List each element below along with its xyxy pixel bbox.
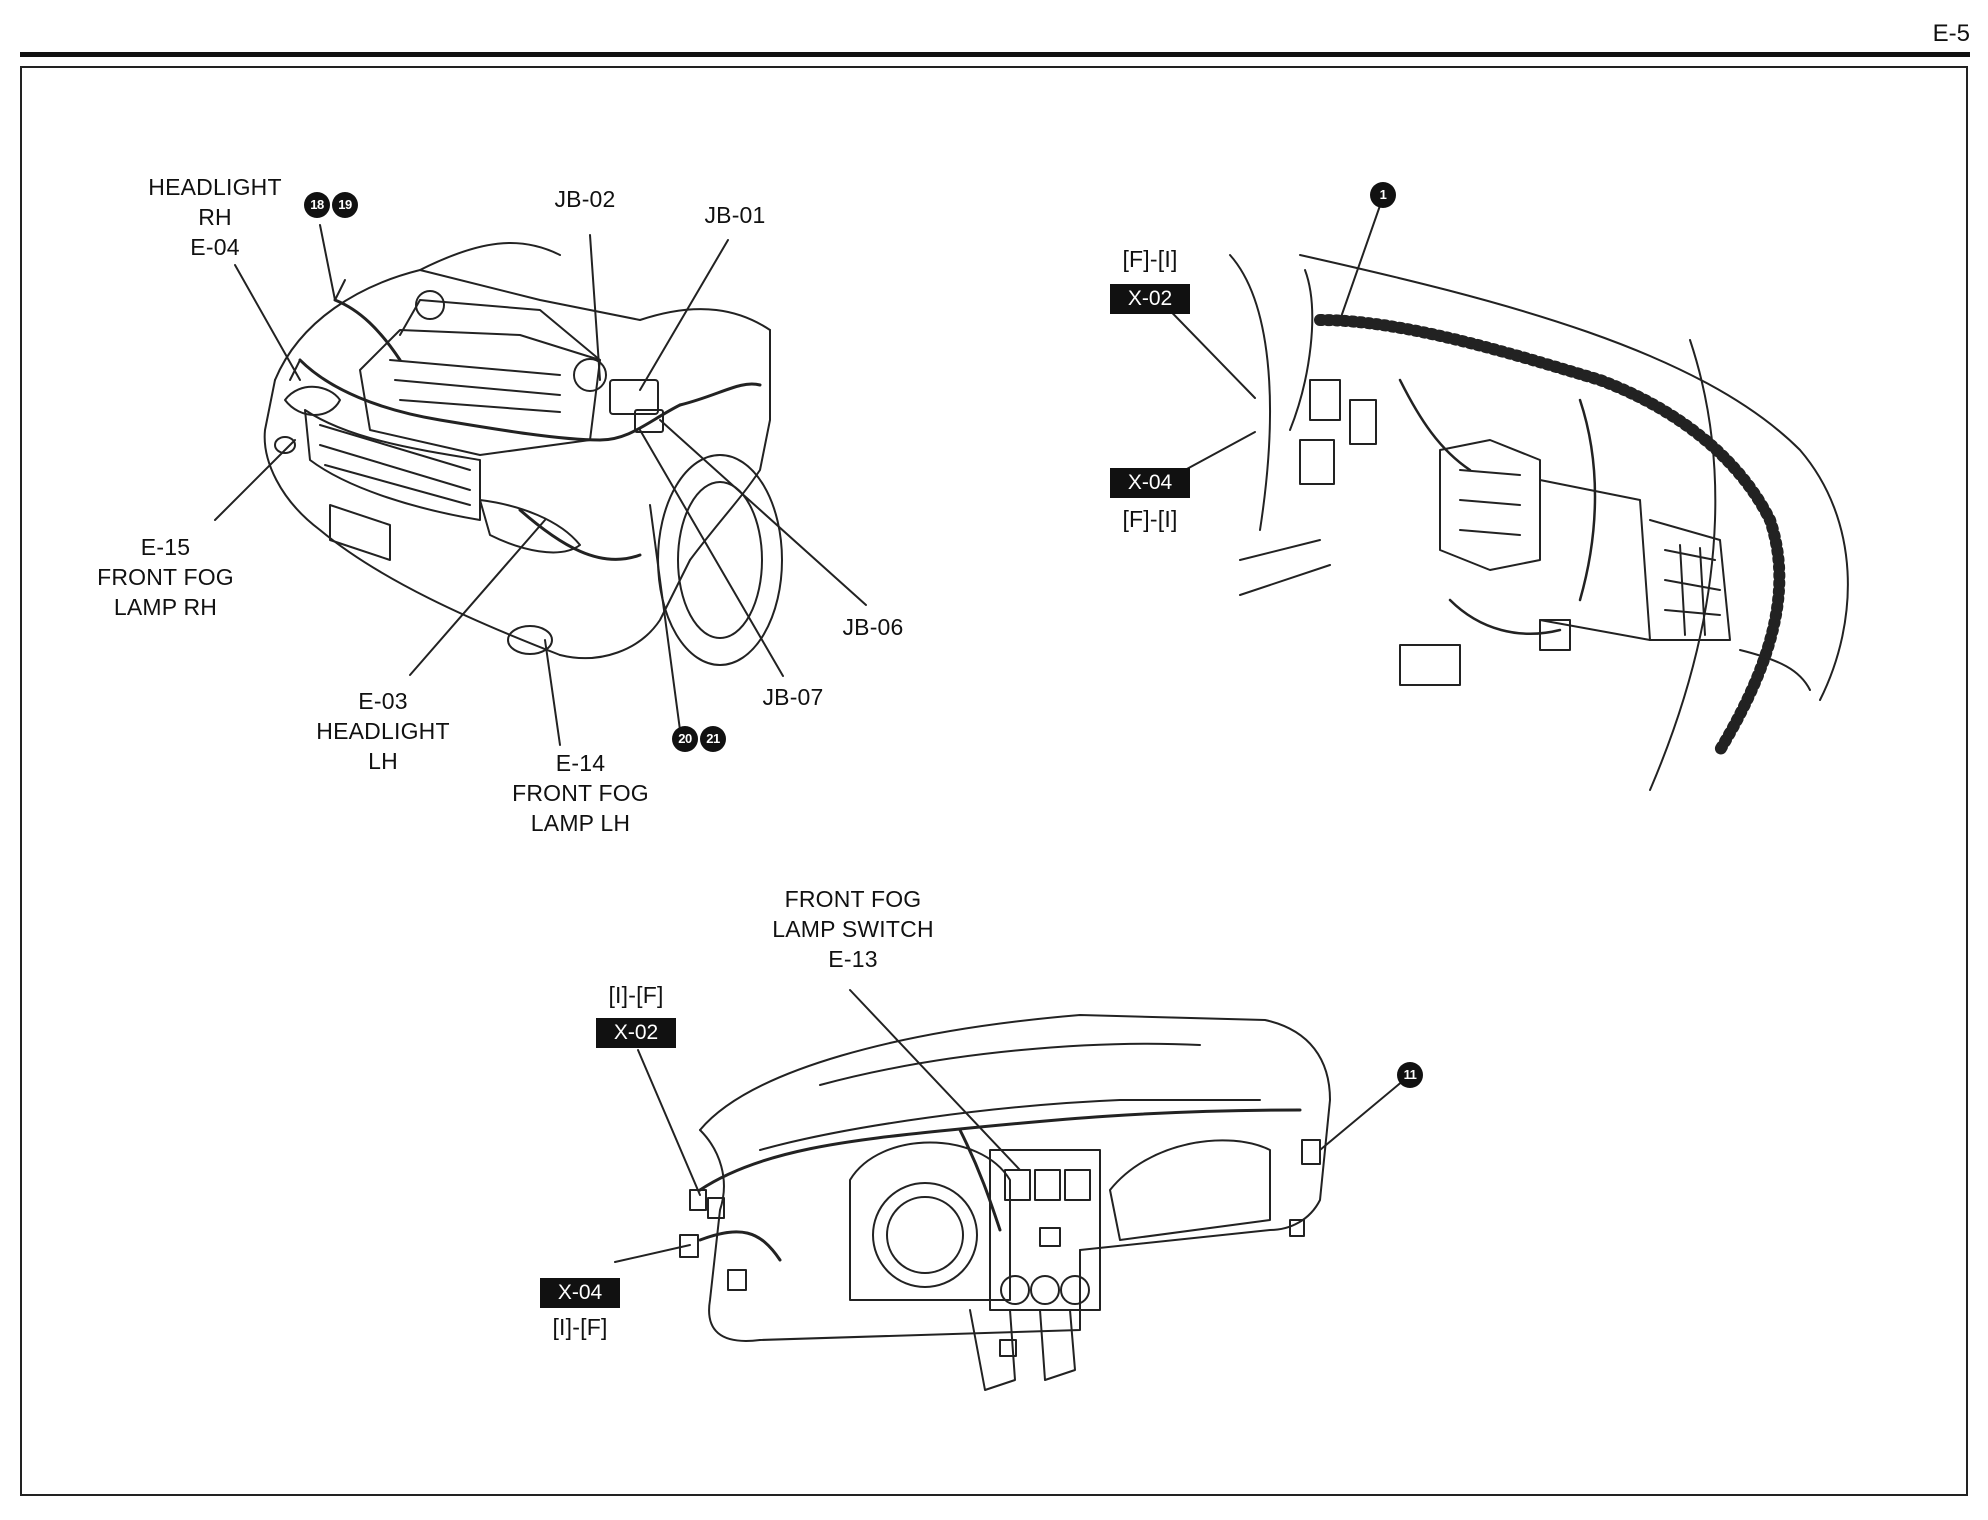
- jb-07-label: JB-07: [762, 684, 824, 710]
- callout-badge-1: 1: [1370, 182, 1396, 208]
- page-number: E-5: [1932, 20, 1970, 47]
- jb-06-label: JB-06: [842, 614, 904, 640]
- fog-lamp-rh-label: E-15 FRONT FOG LAMP RH: [97, 534, 234, 620]
- callout-badge-11: 11: [1397, 1062, 1423, 1088]
- headlight-lh-label: E-03 HEADLIGHT LH: [316, 688, 450, 774]
- dash-x-04-position-label: [I]-[F]: [552, 1314, 608, 1340]
- callout-badge-18: 18: [304, 192, 330, 218]
- x-04-position-label: [F]-[I]: [1122, 506, 1178, 532]
- fog-lamp-lh-label: E-14 FRONT FOG LAMP LH: [512, 750, 649, 836]
- interior-harness-drawing: [1149, 196, 1849, 791]
- dash-x-04-connector-tag: X-04: [540, 1278, 620, 1308]
- header-rule: [20, 52, 1970, 57]
- headlight-rh-label: HEADLIGHT RH E-04: [148, 174, 282, 260]
- x-02-position-label: [F]-[I]: [1122, 246, 1178, 272]
- callout-badge-21: 21: [700, 726, 726, 752]
- jb-02-label: JB-02: [554, 186, 616, 212]
- engine-bay-drawing: [214, 224, 867, 746]
- x-02-connector-tag: X-02: [1110, 284, 1190, 314]
- dash-x-02-connector-tag: X-02: [596, 1018, 676, 1048]
- jb-01-label: JB-01: [704, 202, 766, 228]
- callout-badge-20: 20: [672, 726, 698, 752]
- x-04-connector-tag: X-04: [1110, 468, 1190, 498]
- dash-x-02-position-label: [I]-[F]: [608, 982, 664, 1008]
- fog-lamp-switch-label: FRONT FOG LAMP SWITCH E-13: [772, 886, 934, 972]
- callout-badge-19: 19: [332, 192, 358, 218]
- diagram-frame: [20, 66, 1968, 1496]
- dashboard-drawing: [614, 989, 1411, 1391]
